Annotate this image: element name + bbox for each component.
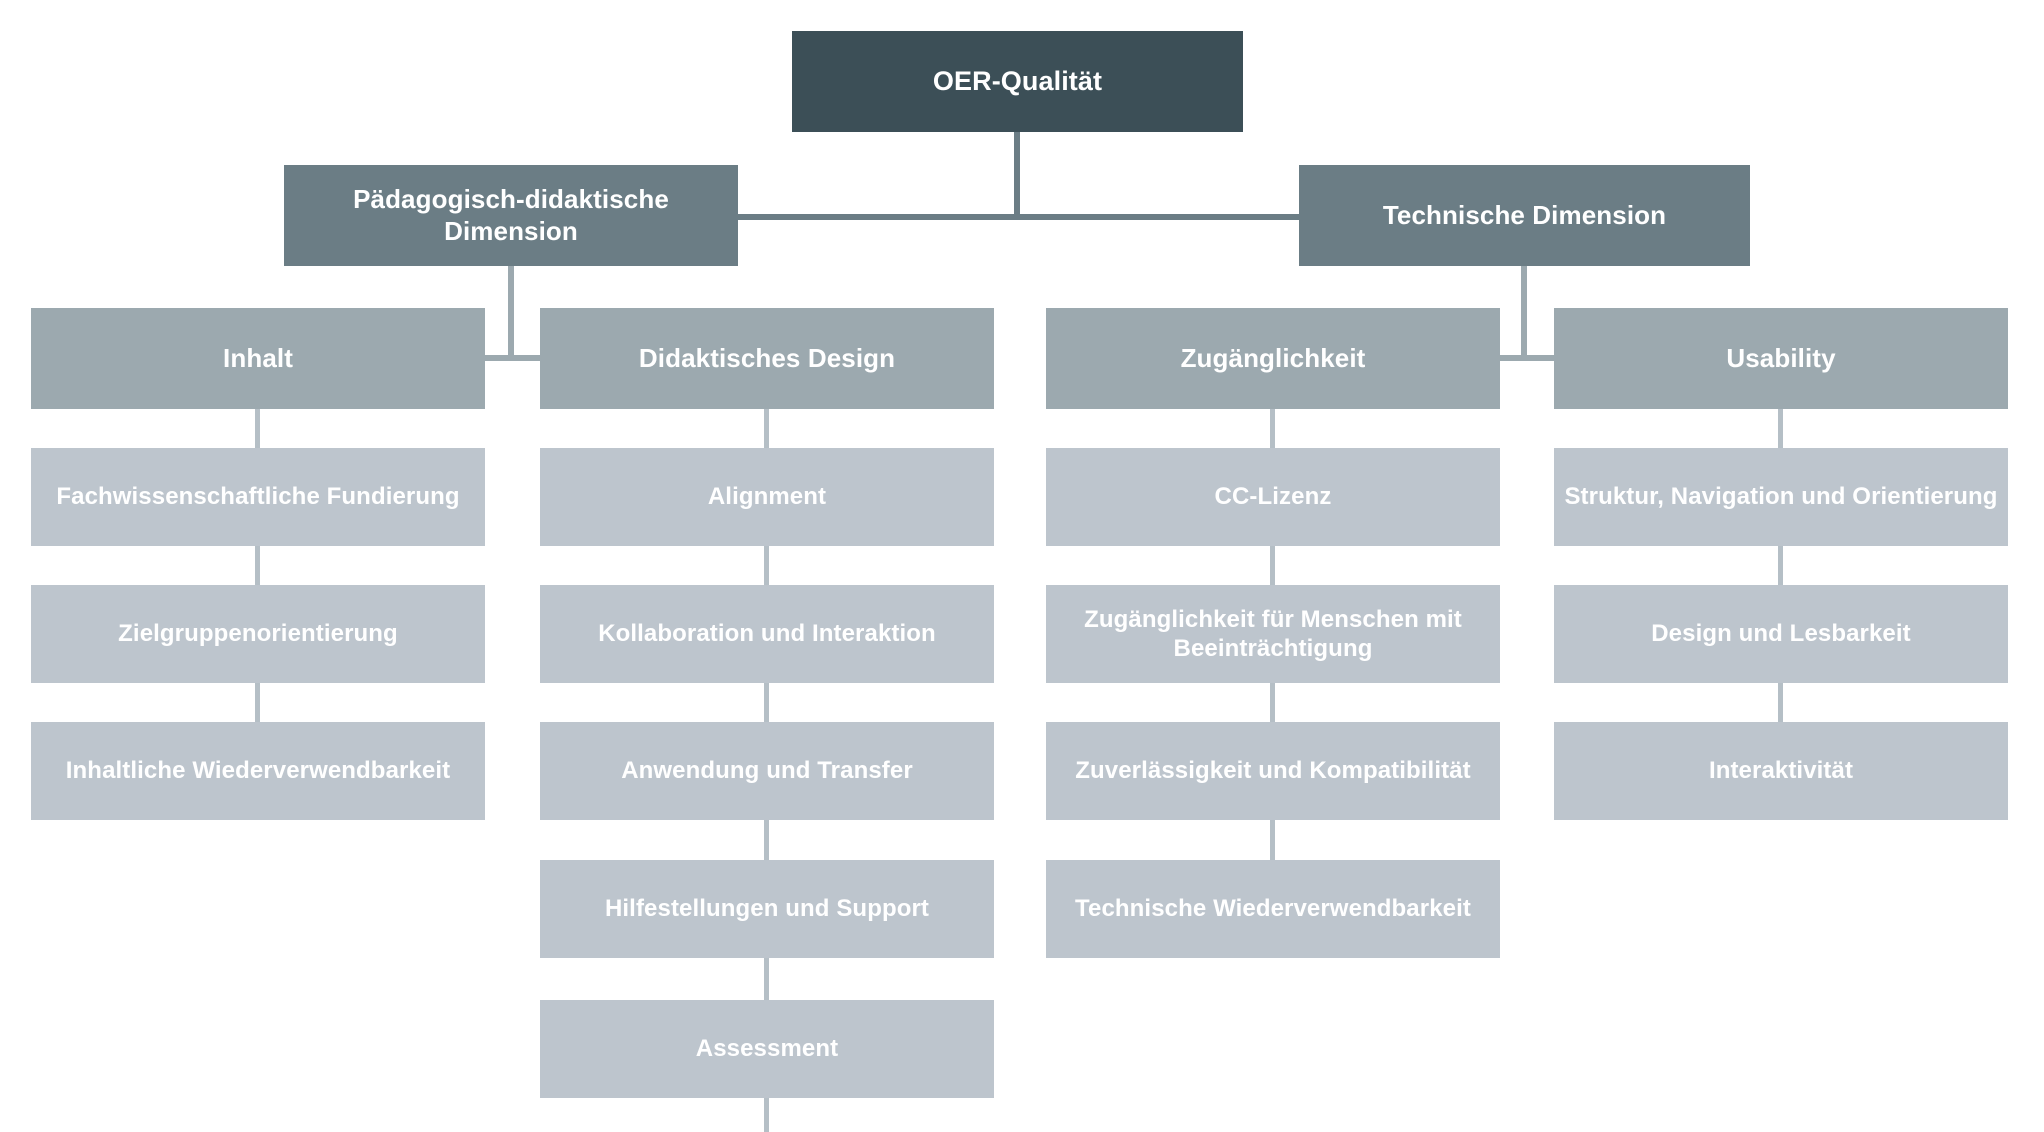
leaf-alignment[interactable]: Alignment: [540, 448, 994, 546]
node-label: Zugänglichkeit für Menschen mit Beeinträ…: [1084, 605, 1462, 662]
leaf-cc-lizenz[interactable]: CC-Lizenz: [1046, 448, 1500, 546]
node-label: Struktur, Navigation und Orientierung: [1564, 483, 1998, 511]
node-label: Zielgruppenorientierung: [118, 620, 398, 648]
connector-root-bar: [736, 214, 1302, 220]
node-label: Alignment: [707, 483, 827, 511]
connector-root-stem: [1014, 132, 1020, 220]
leaf-kollaboration-und-interaktion[interactable]: Kollaboration und Interaktion: [540, 585, 994, 683]
connector-column-4-spine: [1778, 409, 1783, 722]
node-label: Technische Wiederverwendbarkeit: [1075, 895, 1471, 923]
leaf-interaktivitaet[interactable]: Interaktivität: [1554, 722, 2008, 820]
node-label: Pädagogisch-didaktische Dimension: [353, 183, 669, 246]
node-technische-dimension[interactable]: Technische Dimension: [1299, 165, 1750, 266]
connector-dim-right-stem: [1521, 266, 1527, 358]
node-label: Usability: [1726, 342, 1836, 373]
node-label: Design und Lesbarkeit: [1651, 620, 1911, 648]
node-label: Kollaboration und Interaktion: [598, 620, 936, 648]
connector-dim-right-bar: [1210, 355, 1846, 361]
node-label: Assessment: [695, 1035, 839, 1063]
leaf-inhaltliche-wiederverwendbarkeit[interactable]: Inhaltliche Wiederverwendbarkeit: [31, 722, 485, 820]
node-label: Zugänglichkeit: [1180, 342, 1366, 373]
connector-dim-left-bar: [196, 355, 832, 361]
leaf-fachwissenschaftliche-fundierung[interactable]: Fachwissenschaftliche Fundierung: [31, 448, 485, 546]
leaf-hilfestellungen-und-support[interactable]: Hilfestellungen und Support: [540, 860, 994, 958]
connector-column-1-spine: [255, 409, 260, 722]
leaf-zielgruppenorientierung[interactable]: Zielgruppenorientierung: [31, 585, 485, 683]
leaf-technische-wiederverwendbarkeit[interactable]: Technische Wiederverwendbarkeit: [1046, 860, 1500, 958]
node-label: Anwendung und Transfer: [621, 757, 913, 785]
node-paedagogisch-didaktische-dimension[interactable]: Pädagogisch-didaktische Dimension: [284, 165, 738, 266]
node-label: Interaktivität: [1708, 757, 1854, 785]
leaf-struktur-navigation-und-orientierung[interactable]: Struktur, Navigation und Orientierung: [1554, 448, 2008, 546]
node-label: Didaktisches Design: [638, 342, 896, 373]
node-inhalt[interactable]: Inhalt: [31, 308, 485, 409]
node-label: Zuverlässigkeit und Kompatibilität: [1075, 757, 1471, 785]
node-zugaenglichkeit[interactable]: Zugänglichkeit: [1046, 308, 1500, 409]
node-label: Inhaltliche Wiederverwendbarkeit: [65, 757, 451, 785]
leaf-anwendung-und-transfer[interactable]: Anwendung und Transfer: [540, 722, 994, 820]
node-label: Technische Dimension: [1382, 199, 1667, 230]
node-label: Hilfestellungen und Support: [604, 895, 930, 923]
node-label: OER-Qualität: [932, 66, 1103, 97]
node-oer-qualitaet[interactable]: OER-Qualität: [792, 31, 1243, 132]
node-didaktisches-design[interactable]: Didaktisches Design: [540, 308, 994, 409]
node-label: CC-Lizenz: [1214, 483, 1332, 511]
node-label: Inhalt: [223, 342, 293, 373]
leaf-zuverlaessigkeit-und-kompatibilitaet[interactable]: Zuverlässigkeit und Kompatibilität: [1046, 722, 1500, 820]
node-label: Fachwissenschaftliche Fundierung: [56, 483, 460, 511]
connector-dim-left-stem: [508, 266, 514, 358]
leaf-design-und-lesbarkeit[interactable]: Design und Lesbarkeit: [1554, 585, 2008, 683]
leaf-zugaenglichkeit-fuer-menschen-mit-beeintraechtigung[interactable]: Zugänglichkeit für Menschen mit Beeinträ…: [1046, 585, 1500, 683]
node-usability[interactable]: Usability: [1554, 308, 2008, 409]
leaf-assessment[interactable]: Assessment: [540, 1000, 994, 1098]
